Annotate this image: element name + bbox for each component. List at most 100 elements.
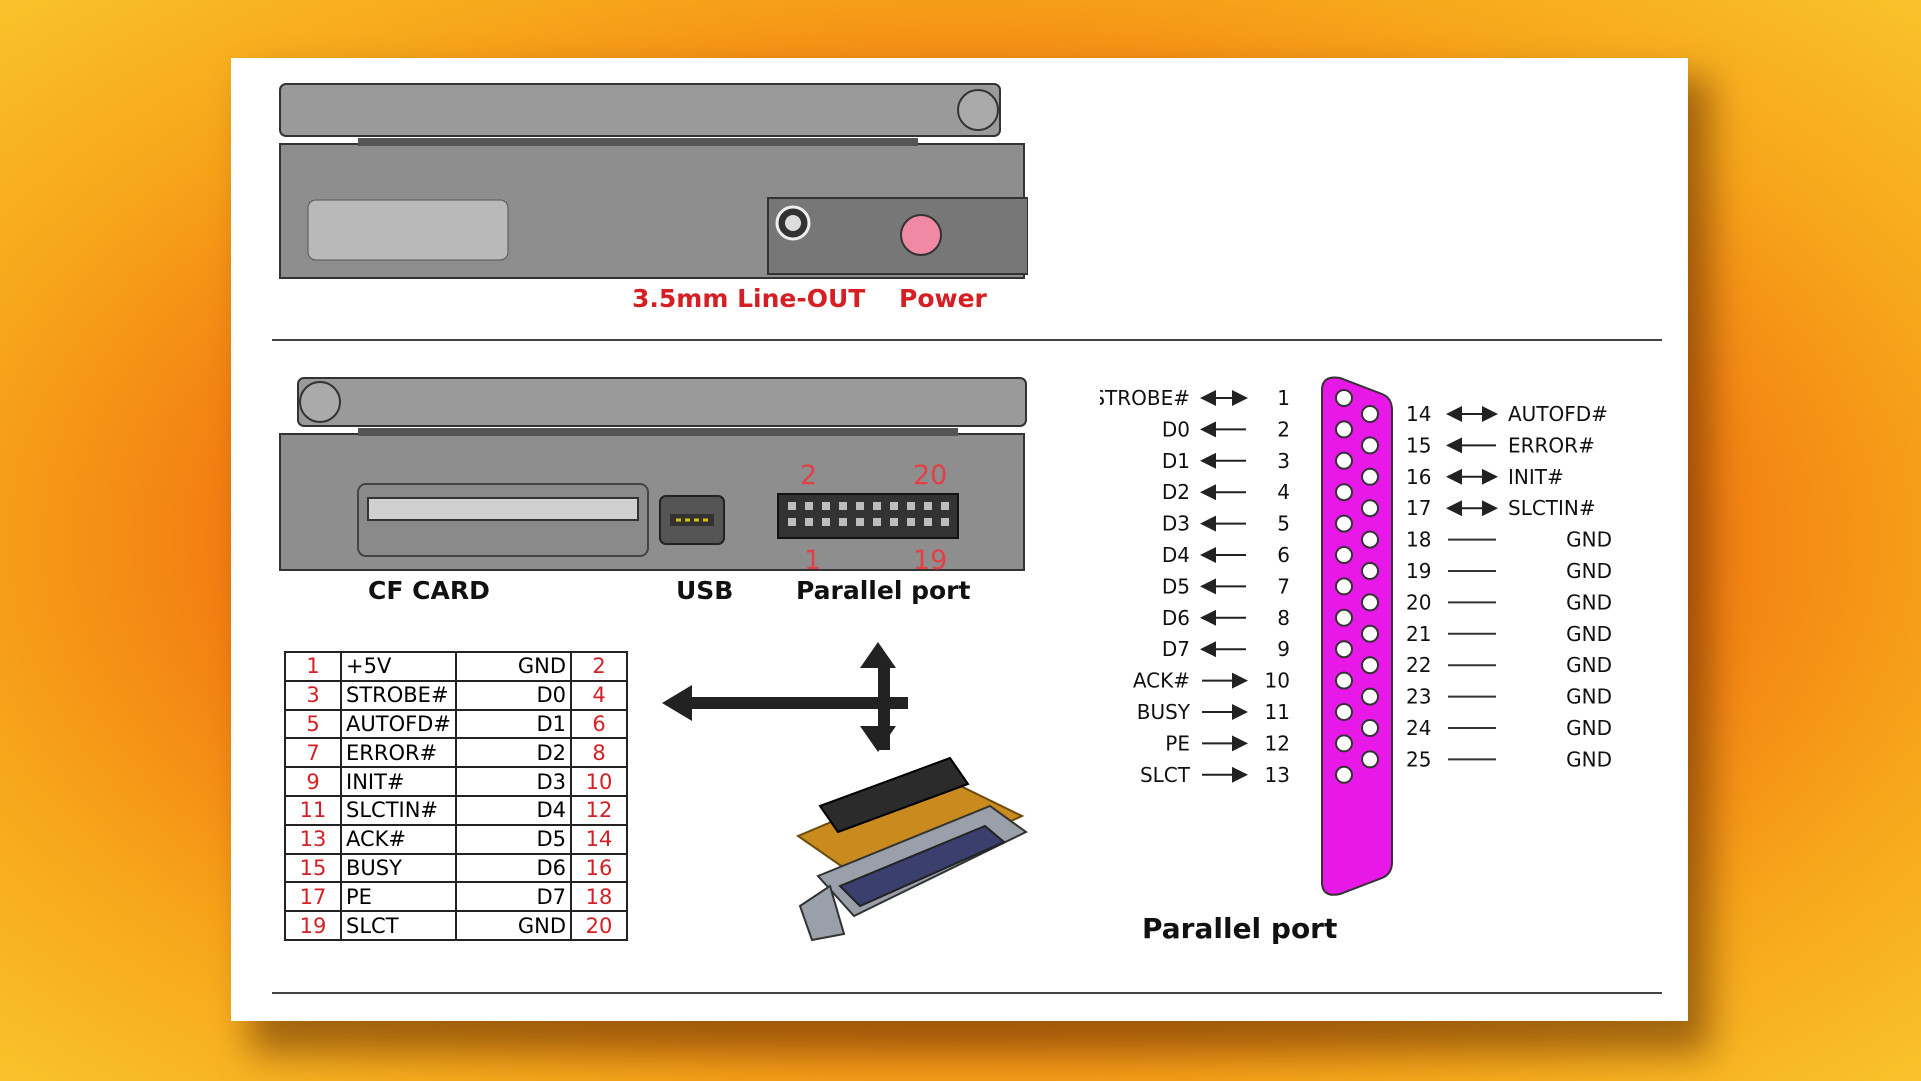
db25-pin-number: 15 [1406, 433, 1431, 457]
pin-table-cell-left: INIT# [340, 766, 457, 797]
db25-pin-number: 23 [1406, 685, 1431, 709]
pin-table-cell-even: 4 [570, 679, 628, 711]
db25-pin-hole [1361, 624, 1379, 643]
line-out-jack-core [785, 215, 801, 231]
top-device-lid [279, 83, 1001, 137]
db25-pin-signal: GND [1566, 590, 1612, 614]
db25-pin-signal: D4 [1162, 543, 1190, 567]
db25-pin-number: 20 [1406, 590, 1431, 614]
power-label: Power [899, 284, 987, 313]
db25-pin-signal: D5 [1162, 574, 1190, 598]
db25-pin-signal: SLCT [1140, 763, 1191, 787]
header-mark-2: 2 [800, 460, 818, 491]
pin-table-cell-even: 6 [570, 708, 628, 740]
pin-table-cell-left: SLCT [340, 910, 457, 941]
pin-table-cell-right: D4 [455, 794, 572, 826]
db25-pin-number: 11 [1265, 700, 1290, 724]
pin-table-cell-left: PE [340, 881, 457, 913]
adapter-db25-face [838, 824, 1006, 908]
usb-label: USB [676, 576, 734, 605]
header-pin [822, 502, 830, 510]
header-pin [924, 518, 932, 526]
pin-table-cell-left: AUTOFD# [340, 708, 457, 740]
pin-table-cell-left: BUSY [340, 852, 457, 884]
usb-port-tongue [670, 514, 714, 526]
cf-card-label: CF CARD [368, 576, 490, 605]
pin-table-cell-right: D5 [455, 823, 572, 855]
top-device-port-bay [767, 197, 1028, 275]
db25-pin-signal: GND [1566, 685, 1612, 709]
db25-pin-number: 14 [1406, 402, 1431, 426]
db25-pin-hole [1335, 483, 1353, 502]
db25-pin-signal: INIT# [1508, 465, 1564, 489]
header-pin [805, 502, 813, 510]
pin-table-cell-odd: 15 [284, 852, 342, 884]
line-out-label: 3.5mm Line-OUT [632, 284, 866, 313]
parallel-header-pins [788, 502, 949, 526]
pin-table-cell-left: ACK# [340, 823, 457, 855]
db25-pin-number: 18 [1406, 528, 1431, 552]
bottom-device-lid [297, 377, 1027, 427]
header-pin [924, 502, 932, 510]
db25-pin-signal: D1 [1162, 449, 1190, 473]
db25-pin-hole [1361, 499, 1379, 518]
header-pin [805, 518, 813, 526]
db25-pin-hole [1361, 467, 1379, 486]
top-device-seam [358, 138, 918, 146]
db25-left-pins: 1STROBE#2D03D14D25D36D47D58D69D710ACK#11… [1100, 386, 1353, 787]
divider-top [272, 339, 1662, 341]
db25-pin-hole [1335, 765, 1353, 784]
db25-pin-number: 8 [1277, 606, 1290, 630]
db25-pin-signal: BUSY [1137, 700, 1191, 724]
cf-card-slot-icon [367, 497, 639, 521]
divider-bottom [272, 992, 1662, 994]
db25-pin-hole [1361, 593, 1379, 612]
db25-pin-signal: D3 [1162, 512, 1190, 536]
db25-pin-signal: GND [1566, 747, 1612, 771]
db25-pin-number: 12 [1265, 731, 1290, 755]
header-pin [890, 502, 898, 510]
db25-pin-number: 9 [1277, 637, 1290, 661]
db25-pin-signal: GND [1566, 559, 1612, 583]
header-pin [788, 502, 796, 510]
power-led-icon [900, 214, 942, 256]
parallel-port-label: Parallel port [796, 576, 971, 605]
db25-pin-number: 17 [1406, 496, 1431, 520]
db25-pin-hole [1361, 750, 1379, 769]
db25-pin-number: 2 [1277, 417, 1290, 441]
pin-table-cell-right: D1 [455, 708, 572, 740]
arrow-down-head-icon [860, 726, 896, 752]
top-device-internal-part [307, 199, 509, 261]
db25-pin-signal: STROBE# [1100, 386, 1190, 410]
header-mark-1: 1 [804, 545, 822, 576]
pin-table-cell-left: SLCTIN# [340, 794, 457, 826]
bottom-device-seam [358, 428, 958, 436]
db25-pin-number: 24 [1406, 716, 1431, 740]
pin-table-cell-odd: 7 [284, 737, 342, 769]
header-pin [941, 502, 949, 510]
db25-title: Parallel port [1142, 912, 1338, 945]
adapter-mount-ear [798, 884, 846, 941]
db25-adapter-illustration [795, 756, 1028, 941]
db25-pin-hole [1335, 608, 1353, 627]
db25-pin-hole [1335, 703, 1353, 721]
pin-table-cell-right: D6 [455, 852, 572, 884]
pin-table-cell-left: +5V [340, 651, 457, 682]
pin-table-cell-right: D7 [455, 881, 572, 913]
pin-table-cell-even: 20 [570, 910, 628, 941]
db25-pin-signal: D2 [1162, 480, 1190, 504]
db25-pin-number: 7 [1277, 574, 1290, 598]
header-mark-20: 20 [913, 460, 948, 491]
db25-pin-hole [1335, 420, 1353, 439]
pin-table-cell-even: 14 [570, 823, 628, 855]
